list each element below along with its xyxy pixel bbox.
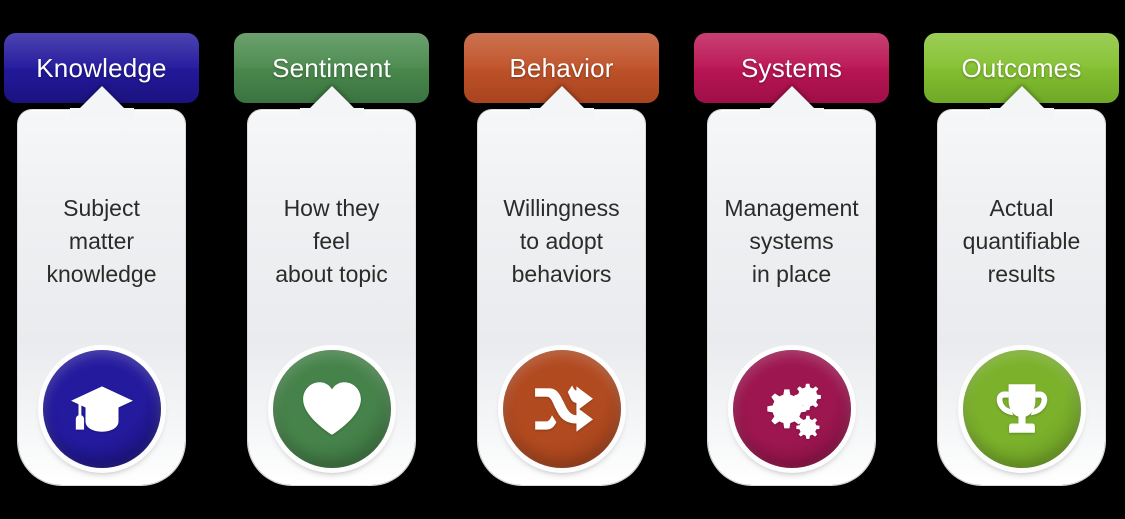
- card-text-line: about topic: [275, 261, 388, 287]
- card-text-line: How they: [283, 195, 380, 221]
- header-pill-behavior[interactable]: Behavior: [464, 33, 659, 103]
- card-text-line: Willingness: [503, 195, 620, 221]
- card-text-line: Management: [724, 195, 859, 221]
- icon-circle-systems[interactable]: [732, 350, 851, 468]
- card-knowledge: Subject matter knowledge: [18, 110, 185, 485]
- card-text-knowledge: Subject matter knowledge: [22, 192, 181, 291]
- icon-circle-knowledge[interactable]: [42, 350, 161, 468]
- icon-circle-outcomes[interactable]: [962, 350, 1081, 468]
- card-text-line: systems: [749, 228, 834, 254]
- card-text-behavior: Willingness to adopt behaviors: [482, 192, 641, 291]
- card-notch-systems: [766, 86, 818, 112]
- header-pill-outcomes[interactable]: Outcomes: [924, 33, 1119, 103]
- card-notch-cover-outcomes: [990, 108, 1054, 118]
- card-notch-cover-behavior: [530, 108, 594, 118]
- card-outcomes: Actual quantifiable results: [938, 110, 1105, 485]
- header-label-systems: Systems: [740, 52, 843, 83]
- card-text-line: to adopt: [519, 228, 604, 254]
- card-behavior: Willingness to adopt behaviors: [478, 110, 645, 485]
- card-text-line: behaviors: [511, 261, 612, 287]
- card-text-line: feel: [312, 228, 351, 254]
- card-text-line: results: [987, 261, 1056, 287]
- header-label-sentiment: Sentiment: [272, 52, 391, 83]
- card-notch-cover-systems: [760, 108, 824, 118]
- heart-icon: [302, 382, 361, 435]
- icon-circle-sentiment[interactable]: [272, 350, 391, 468]
- card-systems: Management systems in place: [708, 110, 875, 485]
- card-notch-cover-knowledge: [70, 108, 134, 118]
- header-label-knowledge: Knowledge: [36, 52, 167, 83]
- graduation-cap-icon: [70, 386, 133, 432]
- card-notch-sentiment: [306, 86, 358, 112]
- card-text-line: Subject: [63, 195, 140, 221]
- card-text-line: matter: [68, 228, 135, 254]
- card-text-line: in place: [751, 261, 832, 287]
- card-notch-behavior: [536, 86, 588, 112]
- shuffle-arrows-icon: [534, 385, 593, 432]
- card-notch-outcomes: [996, 86, 1048, 112]
- gears-icon: [766, 383, 821, 439]
- card-text-line: Actual: [989, 195, 1054, 221]
- card-notch-cover-sentiment: [300, 108, 364, 118]
- icon-circle-behavior[interactable]: [502, 350, 621, 468]
- card-sentiment: How they feel about topic: [248, 110, 415, 485]
- header-label-behavior: Behavior: [509, 52, 614, 83]
- header-label-outcomes: Outcomes: [961, 52, 1082, 83]
- card-text-systems: Management systems in place: [712, 192, 871, 291]
- card-text-sentiment: How they feel about topic: [252, 192, 411, 291]
- card-notch-knowledge: [76, 86, 128, 112]
- card-text-outcomes: Actual quantifiable results: [942, 192, 1101, 291]
- trophy-icon: [996, 384, 1047, 433]
- card-text-line: quantifiable: [962, 228, 1081, 254]
- card-text-line: knowledge: [46, 261, 157, 287]
